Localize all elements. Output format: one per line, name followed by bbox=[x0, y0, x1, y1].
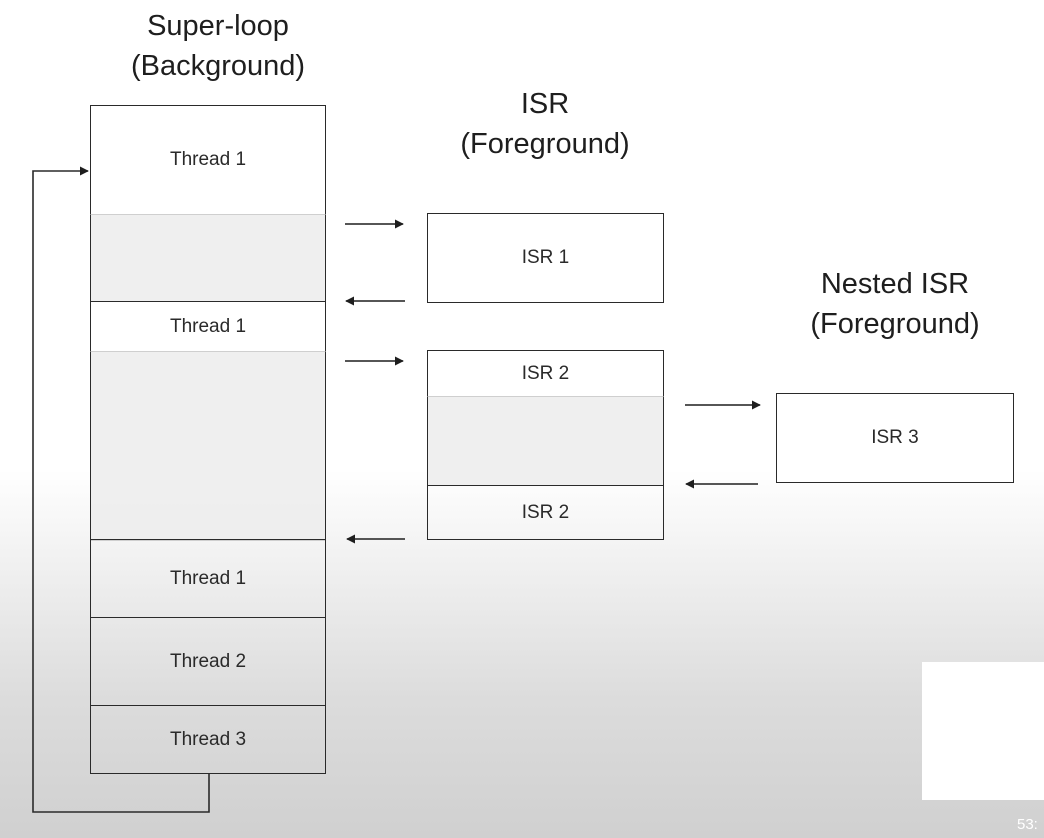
isr-2-preempted-gap bbox=[427, 396, 664, 486]
isr-2-bottom-block: ISR 2 bbox=[427, 485, 664, 540]
superloop-thread-3-block: Thread 3 bbox=[90, 705, 326, 774]
superloop-thread-3-label: Thread 3 bbox=[169, 728, 247, 750]
isr-2-top-label: ISR 2 bbox=[521, 362, 570, 384]
superloop-thread-1-final-label: Thread 1 bbox=[169, 567, 247, 589]
nested-isr-heading: Nested ISR (Foreground) bbox=[775, 264, 1015, 344]
video-timestamp: 53: bbox=[1017, 816, 1038, 833]
superloop-preempted-gap-1 bbox=[90, 214, 326, 302]
isr-heading-line1: ISR bbox=[520, 88, 570, 120]
nested-isr-heading-line1: Nested ISR bbox=[820, 268, 970, 300]
superloop-thread-1-label: Thread 1 bbox=[169, 149, 247, 170]
superloop-thread-1-resumed-block: Thread 1 bbox=[90, 301, 326, 352]
superloop-thread-1-resumed-label: Thread 1 bbox=[169, 315, 247, 337]
isr-3-block: ISR 3 bbox=[776, 393, 1014, 483]
isr-1-block: ISR 1 bbox=[427, 213, 664, 303]
nested-isr-heading-line2: (Foreground) bbox=[810, 308, 980, 340]
isr-1-label: ISR 1 bbox=[521, 247, 570, 268]
superloop-thread-2-label: Thread 2 bbox=[169, 650, 247, 672]
loop-back-line bbox=[32, 166, 210, 813]
isr-heading: ISR (Foreground) bbox=[425, 84, 665, 164]
superloop-preempted-gap-2 bbox=[90, 351, 326, 541]
superloop-heading: Super-loop (Background) bbox=[98, 6, 338, 86]
superloop-heading-line1: Super-loop bbox=[147, 10, 289, 42]
isr-heading-line2: (Foreground) bbox=[460, 128, 630, 160]
isr-3-label: ISR 3 bbox=[871, 427, 919, 448]
isr-2-bottom-label: ISR 2 bbox=[521, 501, 570, 523]
superloop-heading-line2: (Background) bbox=[130, 50, 306, 82]
video-overlay-panel bbox=[922, 662, 1044, 800]
